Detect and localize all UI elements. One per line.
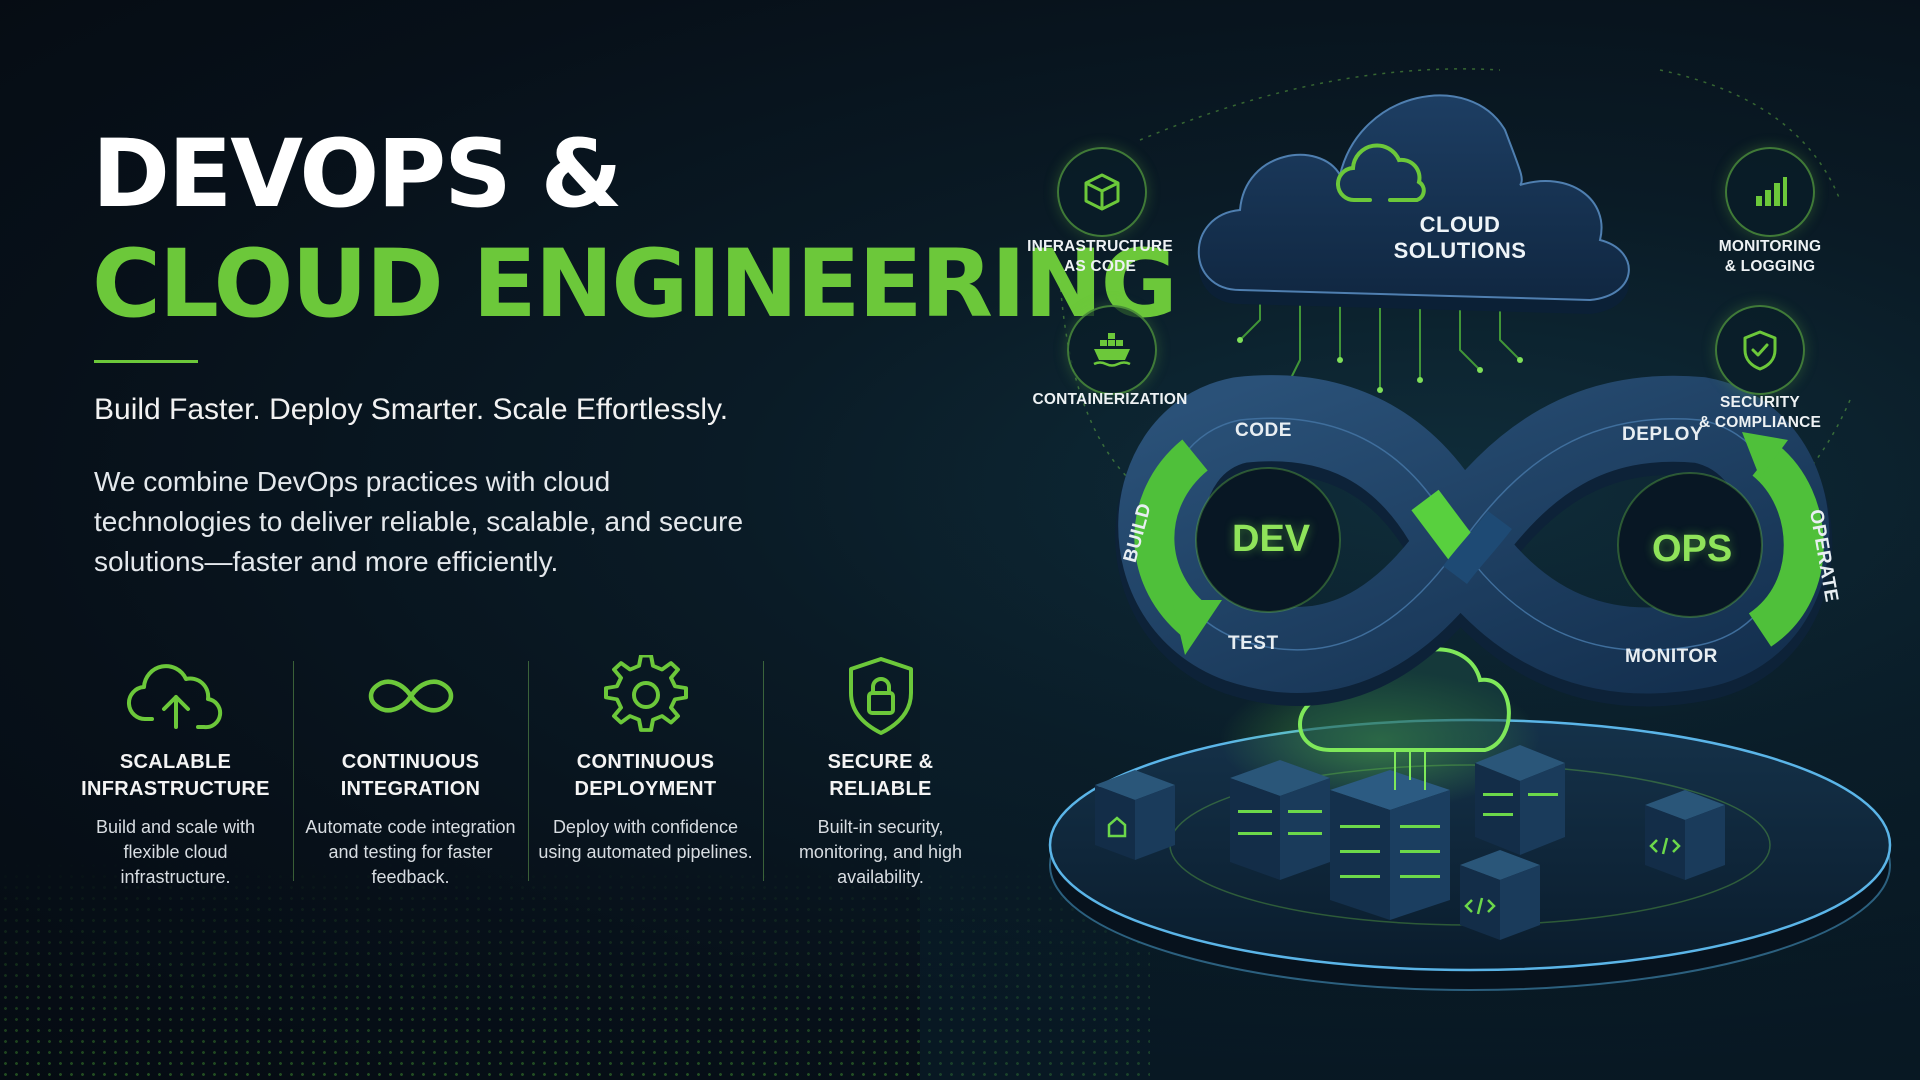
title-line-1: DEVOPS & bbox=[92, 120, 623, 229]
page-title: DEVOPS & CLOUD ENGINEERING bbox=[92, 120, 1178, 340]
description: We combine DevOps practices with cloud t… bbox=[94, 466, 744, 577]
cloud-solutions-label: CLOUD SOLUTIONS bbox=[1393, 212, 1527, 263]
infinity-icon bbox=[368, 679, 453, 713]
shield-check-icon bbox=[1743, 330, 1777, 371]
feature-text: Automate code integration and testing fo… bbox=[305, 817, 516, 887]
title-underline bbox=[94, 360, 198, 363]
bar-chart-icon bbox=[1756, 177, 1787, 206]
cube-icon bbox=[1084, 173, 1120, 211]
devops-infinity-loop bbox=[1115, 375, 1833, 707]
stage-test: TEST bbox=[1228, 633, 1279, 654]
cloud-solutions-shape bbox=[1197, 94, 1630, 314]
monitoring-logging-badge bbox=[1725, 147, 1815, 237]
feature-title: SECURE &RELIABLE bbox=[827, 751, 934, 800]
dev-label: DEV bbox=[1232, 518, 1311, 560]
dot-wave-decoration bbox=[0, 860, 1150, 1080]
gear-icon bbox=[603, 655, 688, 732]
tagline: Build Faster. Deploy Smarter. Scale Effo… bbox=[94, 393, 729, 426]
diagram-graphics bbox=[1048, 68, 1892, 991]
stage-code: CODE bbox=[1235, 420, 1292, 441]
feature-text: Deploy with confidence using automated p… bbox=[538, 817, 753, 862]
containerization-badge bbox=[1067, 305, 1157, 395]
tool-label-containerization: CONTAINERIZATION bbox=[1032, 391, 1188, 408]
feature-secure-reliable: SECURE &RELIABLE Built-in security, moni… bbox=[763, 655, 998, 887]
tool-label-monitoring: MONITORING& LOGGING bbox=[1718, 238, 1822, 275]
cloud-upload-icon bbox=[126, 664, 222, 730]
security-compliance-badge bbox=[1715, 305, 1805, 395]
stage-monitor: MONITOR bbox=[1625, 646, 1718, 667]
feature-text: Built-in security, monitoring, and high … bbox=[798, 817, 963, 887]
stage-deploy: DEPLOY bbox=[1622, 424, 1704, 445]
container-ship-icon bbox=[1093, 333, 1131, 367]
feature-text: Build and scale with flexible cloud infr… bbox=[95, 817, 256, 887]
ops-label: OPS bbox=[1652, 528, 1733, 570]
infrastructure-as-code-badge bbox=[1057, 147, 1147, 237]
title-line-2: CLOUD ENGINEERING bbox=[92, 230, 1178, 339]
server-racks bbox=[1095, 745, 1725, 940]
shield-lock-icon bbox=[848, 657, 913, 735]
tool-label-security: SECURITY& COMPLIANCE bbox=[1698, 394, 1822, 431]
